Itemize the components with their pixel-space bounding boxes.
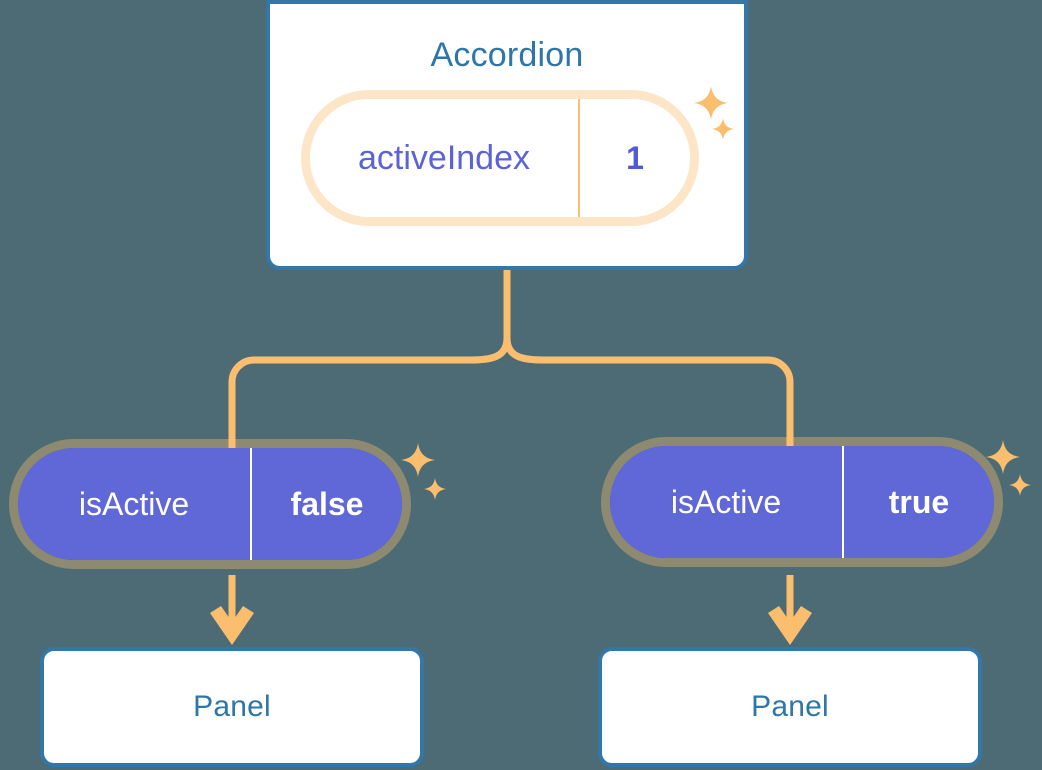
sparkle-small-icon (424, 478, 446, 500)
pill-body: isActive false (9, 439, 411, 569)
sparkle-large-icon (401, 443, 435, 477)
state-pill-is-active-right[interactable]: isActive true (601, 437, 1003, 567)
state-pill-is-active-left[interactable]: isActive false (9, 439, 411, 569)
panel-card-left: Panel (40, 647, 424, 767)
sparkle-large-icon (694, 86, 728, 120)
pill-body: activeIndex 1 (301, 90, 699, 226)
accordion-title: Accordion (430, 36, 584, 74)
sparkle-small-icon (1009, 474, 1031, 496)
sparkle-small-icon (712, 118, 734, 140)
sparkle-large-icon (986, 440, 1020, 474)
arrowhead-left-icon (210, 606, 254, 645)
arrowhead-right-icon (768, 606, 812, 645)
state-key-label: isActive (670, 483, 782, 520)
state-key-label: activeIndex (358, 138, 530, 177)
panel-title: Panel (193, 690, 271, 723)
panel-title: Panel (751, 690, 829, 723)
state-value-label: true (842, 446, 994, 558)
state-key-label: isActive (78, 485, 190, 522)
state-pill-active-index[interactable]: activeIndex 1 (301, 90, 699, 226)
state-value-label: false (250, 448, 402, 560)
state-value-label: 1 (578, 99, 690, 217)
panel-card-right: Panel (598, 647, 982, 767)
pill-body: isActive true (601, 437, 1003, 567)
